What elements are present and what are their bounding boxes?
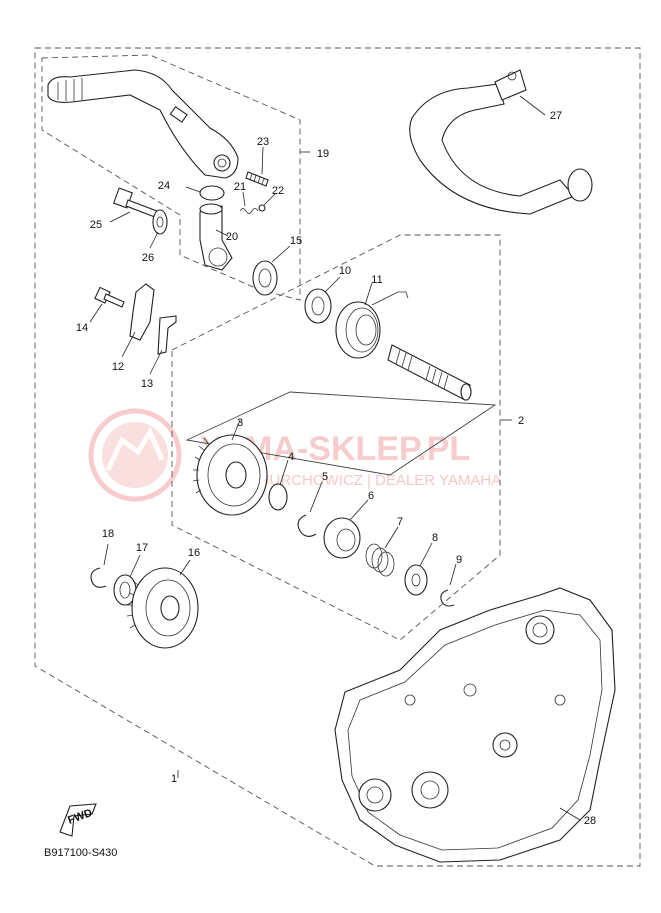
callout-12: 12 [112,361,124,373]
ball-22 [258,204,266,212]
hose-pipe-27 [409,69,593,215]
plate-13 [157,315,177,355]
crankcase-cover-28 [334,587,616,863]
callout-labels: 1 2 3 4 5 6 7 8 9 10 11 12 13 14 15 16 1… [76,110,596,827]
o-ring-24 [199,185,225,201]
ratchet-6 [323,517,361,559]
callout-3: 3 [237,417,243,429]
circlip-9 [440,589,455,607]
callout-1: 1 [171,773,177,785]
kick-pedal-lever [47,69,239,179]
spring-7 [365,543,395,577]
callout-13: 13 [141,378,153,390]
callout-17: 17 [136,542,148,554]
watermark-dealer: JURCHOWICZ | DEALER YAMAHA [262,472,501,489]
callout-18: 18 [102,528,114,540]
kick-shaft-group-outline [171,234,501,641]
callout-24: 24 [158,180,170,192]
kick-shaft [387,344,472,401]
callout-5: 5 [322,471,328,483]
reference-code: B917100-S430 [44,847,117,859]
washer-26 [152,209,168,235]
callout-11: 11 [371,274,382,286]
leader-lines [89,95,581,821]
callout-2: 2 [518,415,524,427]
callout-10: 10 [339,265,351,277]
callout-4: 4 [288,451,294,463]
callout-22: 22 [272,185,284,197]
callout-21: 21 [234,181,246,193]
guide-12 [129,283,155,341]
kick-gear-3 [192,434,268,516]
torsion-spring-11 [335,291,409,359]
oil-seal-15 [252,260,278,296]
idler-gear-16 [126,567,199,649]
circlip-5 [297,514,317,537]
callout-27: 27 [550,110,562,122]
bolt-14 [94,286,125,308]
callout-28: 28 [584,815,596,827]
callout-23: 23 [257,136,269,148]
callout-6: 6 [368,490,374,502]
assembly-outline-1 [34,47,641,867]
circlip-18 [90,567,107,588]
callout-26: 26 [142,252,154,264]
watermark-logo-icon [88,408,182,502]
washer-8 [404,564,428,596]
callout-8: 8 [432,532,438,544]
callout-20: 20 [226,231,238,243]
callout-15: 15 [290,235,302,247]
callout-14: 14 [76,322,88,334]
collar-10 [304,288,332,324]
washer-4 [268,483,288,511]
callout-16: 16 [188,547,200,559]
fwd-arrow-icon: FWD [59,803,97,837]
callout-25: 25 [90,219,102,231]
bolt-23 [245,171,269,187]
spring-21 [239,208,259,214]
watermark: YAMA-SKLEP.PL JURCHOWICZ | DEALER YAMAHA [88,408,501,502]
callout-7: 7 [397,516,403,528]
gear-subassembly-outline [185,391,497,476]
kick-boss-20 [199,203,233,271]
callout-19: 19 [317,148,329,160]
callout-9: 9 [456,554,462,566]
